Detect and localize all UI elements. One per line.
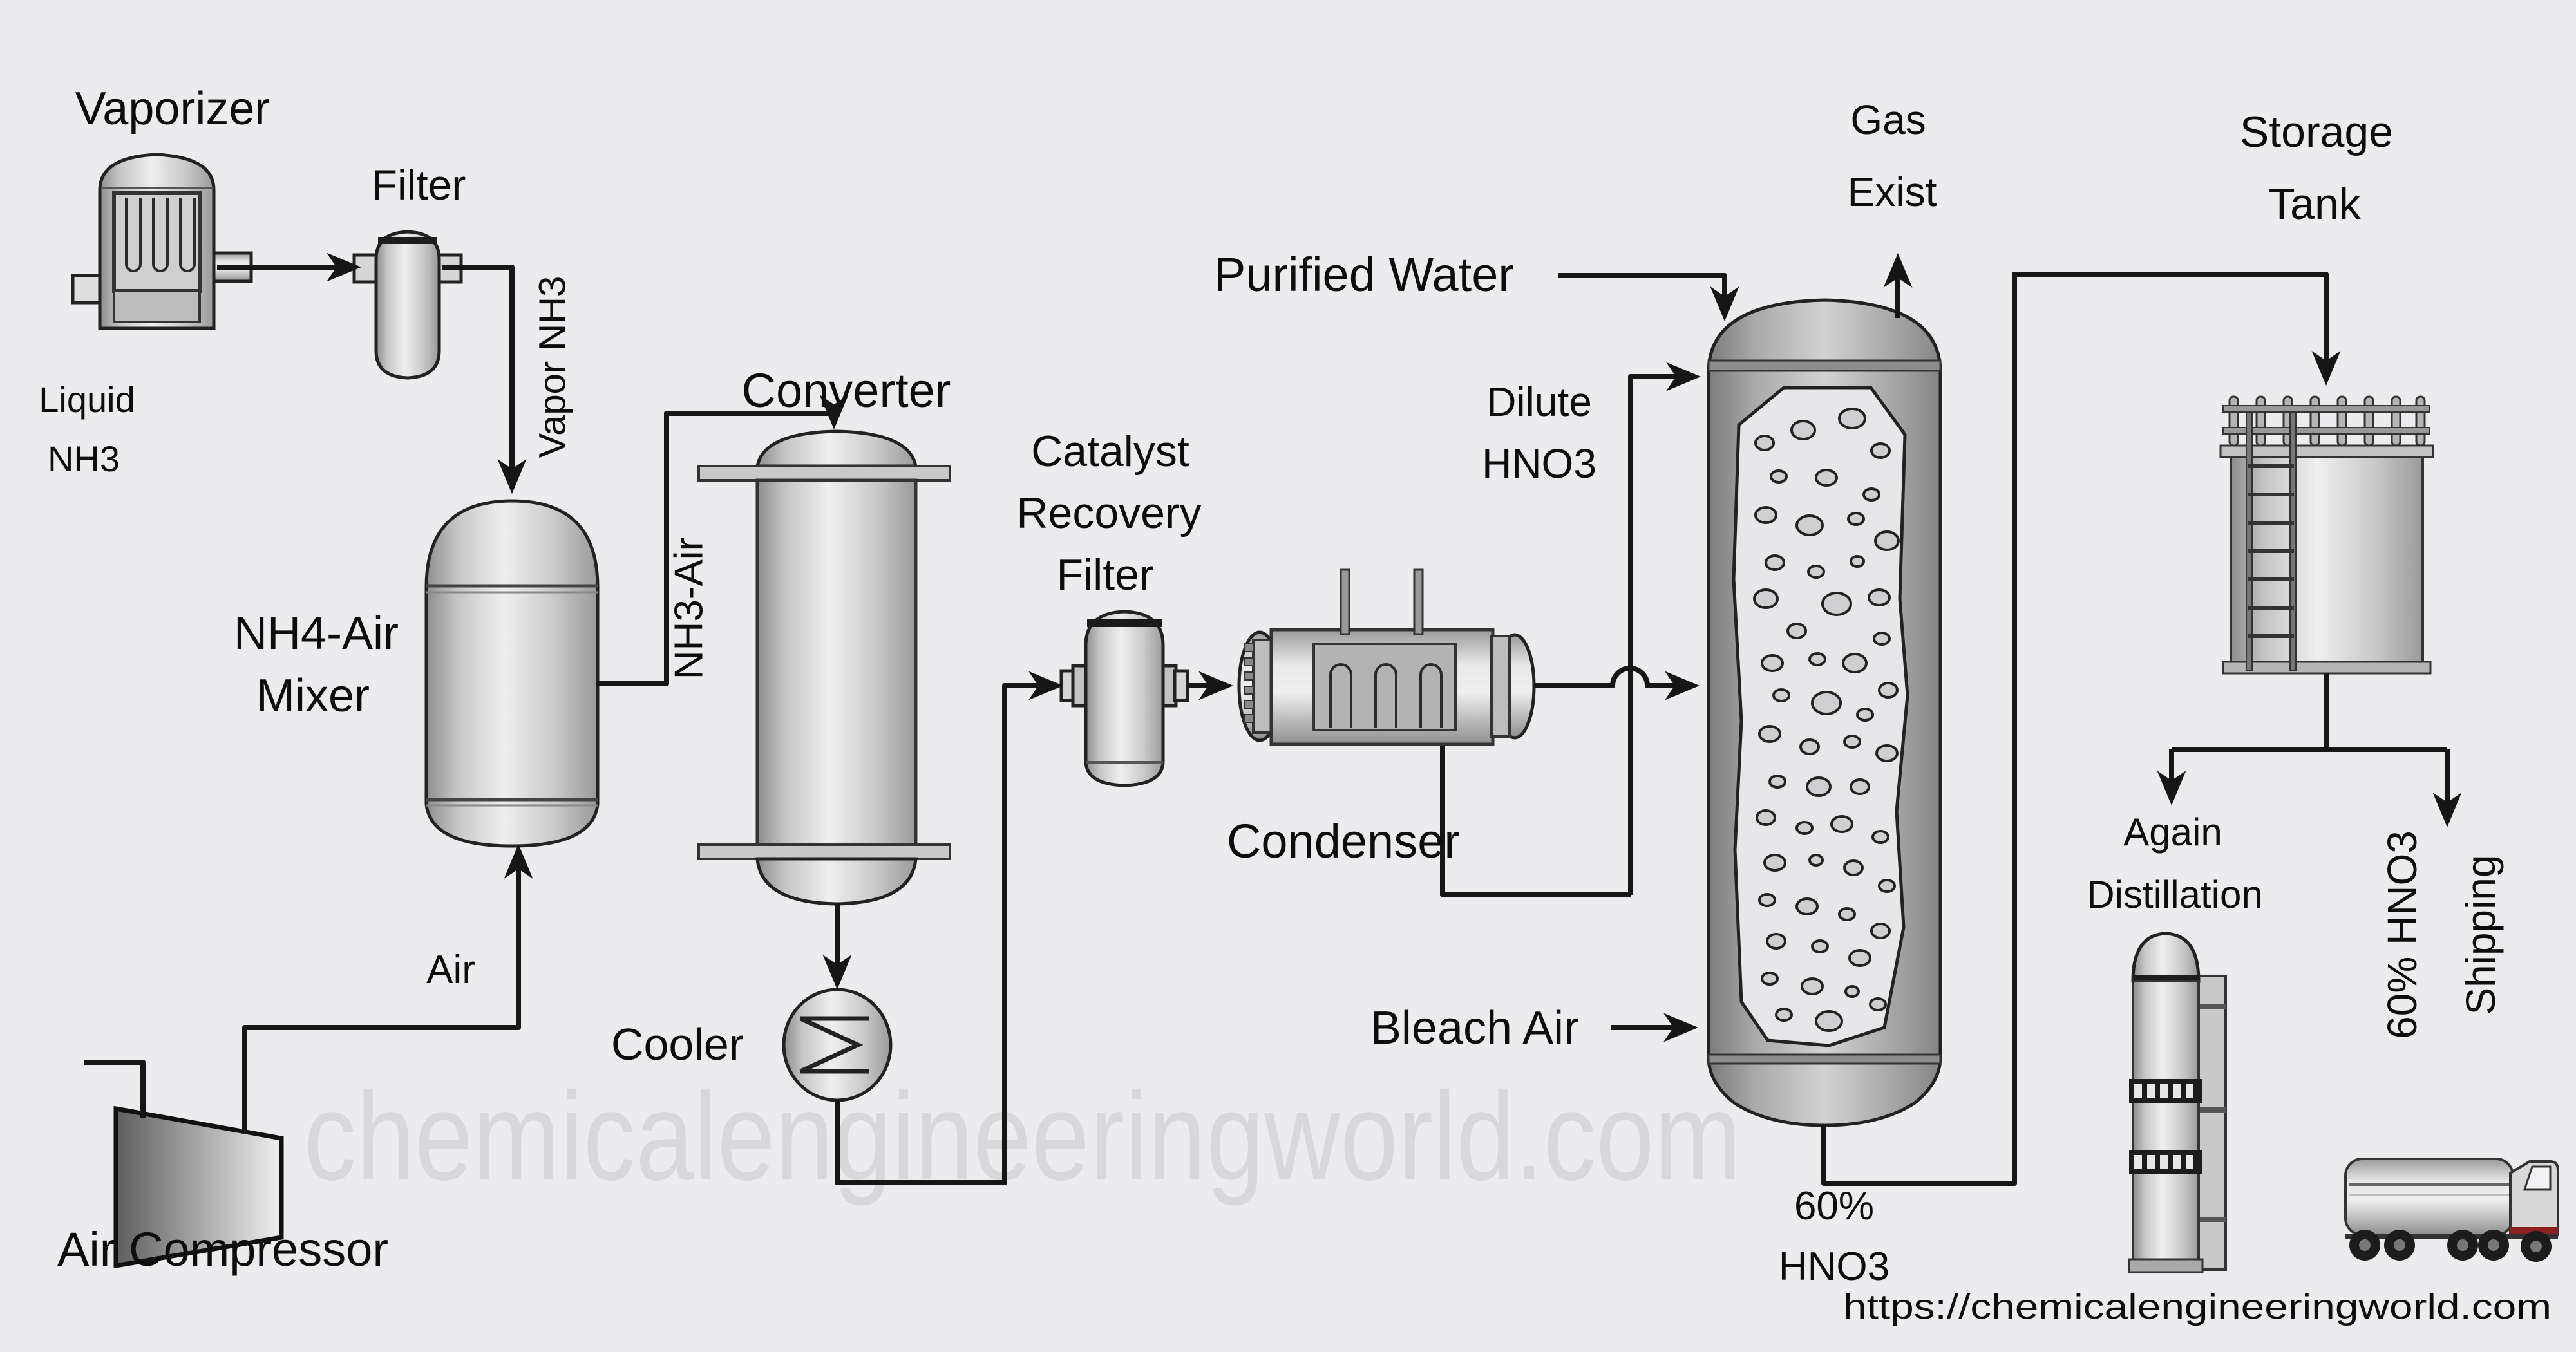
stream-cooler-to-catalyst-filter (835, 671, 1063, 1185)
vaporizer-icon (71, 153, 253, 330)
cooler-icon (782, 988, 893, 1102)
liquid-nh3-label-line2: NH3 (48, 438, 120, 479)
air-compressor-icon (113, 1105, 284, 1269)
air-label: Air (426, 948, 475, 992)
bleach-air-label: Bleach Air (1370, 1002, 1579, 1054)
filter-label: Filter (372, 161, 466, 209)
converter-label: Converter (742, 364, 951, 417)
storage-tank-label-line1: Storage (2240, 108, 2393, 156)
distillation-column-icon (2128, 932, 2227, 1273)
dilute-hno3-label-line2: HNO3 (1482, 440, 1596, 487)
mixer-label-line1: NH4-Air (234, 608, 399, 659)
again-distillation-label-line1: Again (2123, 811, 2222, 854)
tank-ladder (2246, 411, 2297, 671)
again-distillation-label-line2: Distillation (2087, 873, 2262, 916)
absorption-column-icon (1707, 298, 1942, 1127)
mixer-vessel-icon (424, 499, 600, 848)
shipping-label-line1: 60% HNO3 (2379, 831, 2425, 1039)
flow-streams (84, 252, 2462, 1186)
catalyst-label-line2: Recovery (1016, 489, 1201, 538)
watermark-text: chemicalengineeringworld.com (304, 1066, 1741, 1206)
stream-purified-water-to-column (1558, 273, 1739, 321)
cooler-label: Cooler (611, 1019, 744, 1069)
air-compressor-label: Air Compressor (57, 1223, 388, 1276)
shipping-label-line2: Shipping (2458, 854, 2504, 1015)
gas-exist-label-line2: Exist (1848, 169, 1937, 215)
dilute-hno3-label-line1: Dilute (1486, 379, 1592, 425)
hno3-60-label-line1: 60% (1794, 1184, 1874, 1228)
vapor-nh3-label: Vapor NH3 (532, 276, 574, 458)
liquid-nh3-label-line1: Liquid (39, 379, 135, 420)
stream-air-to-mixer (242, 844, 533, 1132)
hno3-60-label-line2: HNO3 (1779, 1244, 1889, 1289)
stream-hno3-to-storage-tank (1821, 272, 2341, 1186)
gas-exist-label-line1: Gas (1850, 97, 1926, 143)
catalyst-label-line1: Catalyst (1031, 427, 1189, 476)
bubbles (1753, 408, 1900, 1032)
catalyst-recovery-filter-icon (1059, 610, 1189, 787)
purified-water-label: Purified Water (1214, 248, 1514, 301)
truck-wheels (2349, 1230, 2552, 1262)
converter-vessel-icon (697, 429, 951, 906)
stream-mixer-to-converter (596, 395, 849, 686)
storage-tank-icon (2219, 395, 2434, 675)
site-url: https://chemicalengineeringworld.com (1843, 1288, 2552, 1326)
stream-filter-to-mixer (442, 265, 527, 494)
compressor-suction-line (84, 1060, 146, 1118)
vaporizer-label: Vaporizer (75, 83, 270, 135)
condenser-label: Condenser (1227, 814, 1460, 868)
distillation-tray-bands (2129, 1079, 2202, 1174)
nh3-air-label: NH3-Air (667, 538, 712, 679)
catalyst-label-line3: Filter (1056, 550, 1153, 599)
storage-tank-label-line2: Tank (2268, 180, 2362, 229)
stream-condenser-bottoms (1440, 746, 1631, 897)
condenser-icon (1237, 568, 1536, 746)
tanker-truck-icon (2344, 1158, 2559, 1262)
stream-dilute-hno3-to-column (1628, 362, 1701, 895)
mixer-label-line2: Mixer (256, 670, 370, 722)
